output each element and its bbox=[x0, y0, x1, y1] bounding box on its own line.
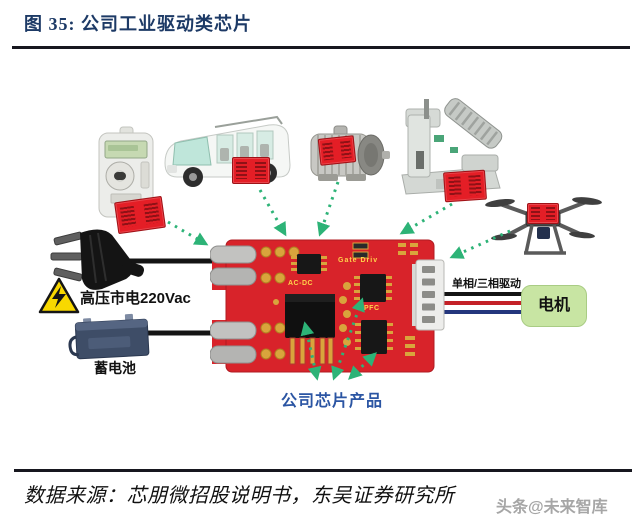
warning-icon bbox=[38, 277, 80, 315]
source-rule bbox=[14, 469, 632, 472]
shuttle-bus-icon bbox=[164, 115, 291, 187]
mains-voltage-label: 高压市电220Vac bbox=[80, 290, 191, 307]
battery-illustration bbox=[68, 307, 156, 361]
electricity-meter-icon bbox=[98, 126, 154, 218]
motor-box: 电机 bbox=[521, 285, 587, 327]
chip-tag-bus-icon bbox=[232, 157, 270, 184]
chip-tag-meter-icon bbox=[114, 195, 166, 235]
title-rule bbox=[12, 46, 630, 49]
pcb-board-icon bbox=[210, 239, 445, 373]
figure-title: 图 35: 公司工业驱动类芯片 bbox=[24, 14, 252, 34]
drive-type-label: 单相/三相驱动 bbox=[452, 278, 522, 290]
watermark: 头条@未来智库 bbox=[496, 499, 608, 516]
chip-tag-motor-icon bbox=[317, 135, 357, 166]
pcb-board-illustration: AC-DC Gate Driv PFC bbox=[210, 238, 448, 374]
power-plug-icon bbox=[50, 229, 145, 290]
battery-icon bbox=[68, 313, 150, 360]
source-text: 数据来源：芯朋微招股说明书，东吴证券研究所 bbox=[24, 485, 455, 507]
silk-label-gate-driver: Gate Driv bbox=[338, 257, 379, 264]
power-plug-illustration bbox=[50, 225, 146, 295]
chip-tag-sewing-icon bbox=[443, 169, 487, 203]
silk-label-acdc: AC-DC bbox=[288, 280, 314, 287]
battery-label: 蓄电池 bbox=[94, 360, 136, 376]
chip-products-label: 公司芯片产品 bbox=[281, 393, 384, 410]
silk-label-pfc: PFC bbox=[364, 305, 380, 312]
chip-tag-drone-icon bbox=[527, 203, 559, 224]
shuttle-bus-illustration bbox=[157, 107, 297, 199]
electricity-meter-illustration bbox=[95, 126, 157, 221]
